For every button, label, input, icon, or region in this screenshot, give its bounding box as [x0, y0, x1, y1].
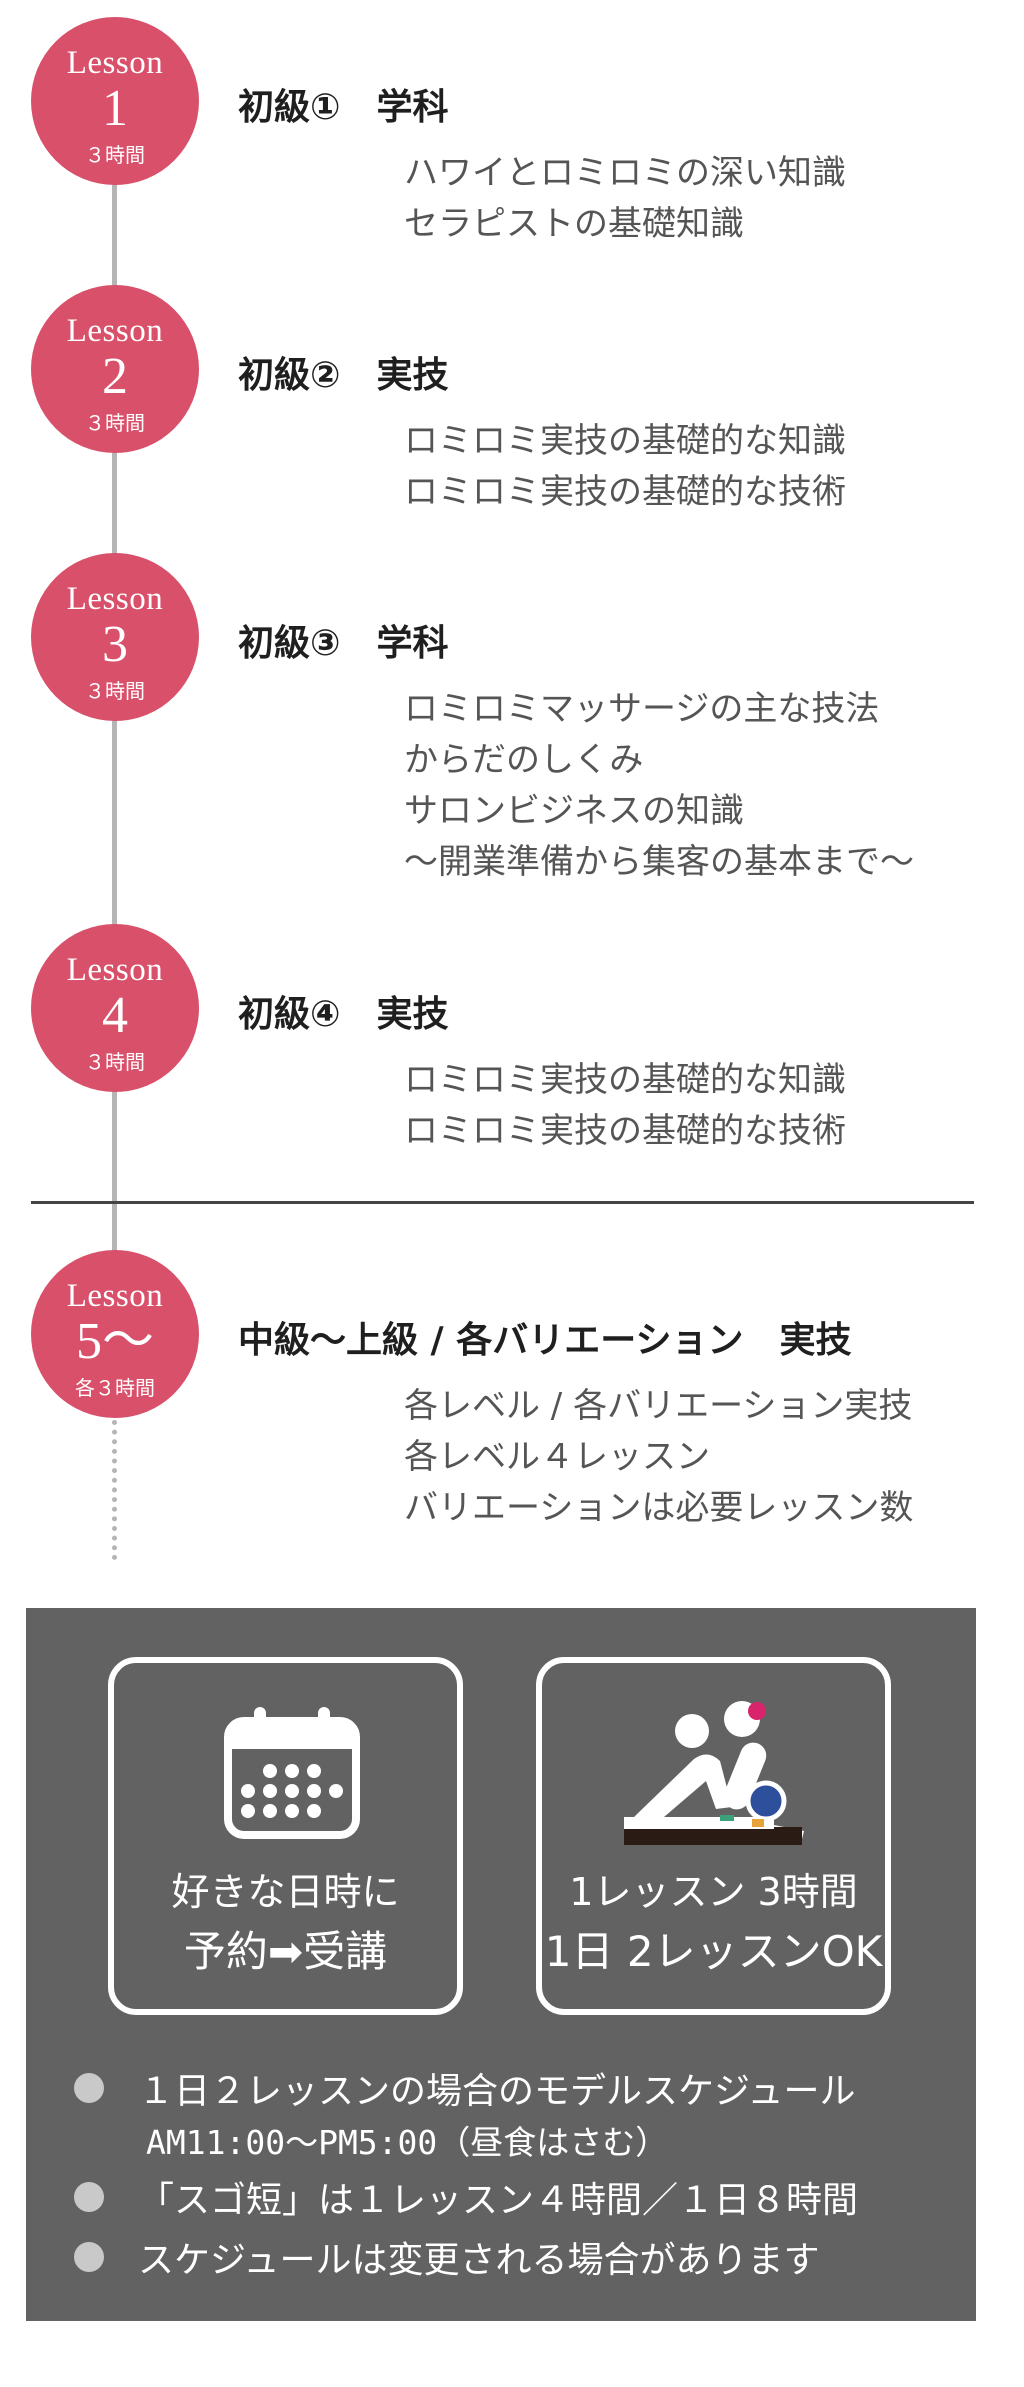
bullet-dot — [74, 2073, 104, 2103]
massage-icon — [624, 1697, 814, 1861]
note-2: 「スゴ短」は１レッスン４時間／１日８時間 — [138, 2180, 859, 2221]
lesson-title-5: 中級〜上級 / 各バリエーション 実技 — [238, 1320, 852, 1361]
lesson-desc-2-line-1: ロミロミ実技の基礎的な知識 — [404, 421, 846, 461]
calendar-icon — [224, 1705, 360, 1845]
bullet-dot — [74, 2242, 104, 2272]
lesson-number: 2 — [102, 348, 128, 405]
timeline-dotted-line — [112, 1420, 117, 1560]
lesson-desc-1-line-2: セラピストの基礎知識 — [404, 204, 744, 244]
bullet-dot — [74, 2182, 104, 2212]
lesson-badge-1: Lesson 1 ３時間 — [31, 17, 199, 185]
lesson-length-card: 1レッスン 3時間 1日 2レッスンOK — [536, 1657, 891, 2015]
lesson-hours: 各３時間 — [75, 1376, 155, 1400]
lesson-badge-4: Lesson 4 ３時間 — [31, 924, 199, 1092]
lesson-number: 4 — [102, 987, 128, 1044]
lesson-desc-4-line-1: ロミロミ実技の基礎的な知識 — [404, 1060, 846, 1100]
info-panel: 好きな日時に 予約➡受講 1レッスン 3時間 1日 2レッスンOK １日２レッス… — [26, 1608, 976, 2321]
lesson-title-3: 初級③ 学科 — [238, 623, 449, 664]
lesson-number: 5〜 — [75, 1313, 154, 1370]
lesson-desc-3-line-2: からだのしくみ — [404, 740, 644, 780]
lesson-desc-2-line-2: ロミロミ実技の基礎的な技術 — [404, 472, 846, 512]
lesson-word: Lesson — [66, 952, 164, 988]
note-1-sub: AM11:00〜PM5:00（昼食はさむ） — [146, 2123, 669, 2162]
lesson-word: Lesson — [66, 1278, 164, 1314]
lesson-hours: ３時間 — [85, 143, 145, 167]
lesson-length-line-1: 1レッスン 3時間 — [569, 1870, 858, 1914]
lesson-desc-5-line-1: 各レベル / 各バリエーション実技 — [404, 1386, 913, 1426]
lesson-badge-5: Lesson 5〜 各３時間 — [31, 1250, 199, 1418]
timeline-line — [112, 100, 117, 1380]
lesson-desc-3-line-4: 〜開業準備から集客の基本まで〜 — [404, 842, 914, 882]
lesson-desc-4-line-2: ロミロミ実技の基礎的な技術 — [404, 1111, 846, 1151]
lesson-desc-5-line-3: バリエーションは必要レッスン数 — [404, 1488, 914, 1528]
lesson-word: Lesson — [66, 313, 164, 349]
section-divider — [31, 1201, 974, 1204]
lesson-hours: ３時間 — [85, 1050, 145, 1074]
lesson-badge-3: Lesson 3 ３時間 — [31, 553, 199, 721]
lesson-hours: ３時間 — [85, 411, 145, 435]
lesson-title-4: 初級④ 実技 — [238, 994, 449, 1035]
lesson-length-line-2: 1日 2レッスンOK — [544, 1927, 883, 1976]
lesson-word: Lesson — [66, 45, 164, 81]
lesson-word: Lesson — [66, 581, 164, 617]
lesson-desc-5-line-2: 各レベル４レッスン — [404, 1437, 710, 1477]
note-3: スケジュールは変更される場合があります — [138, 2240, 820, 2281]
lesson-number: 1 — [102, 80, 128, 137]
booking-line-2: 予約➡受講 — [183, 1927, 388, 1976]
lesson-desc-3-line-3: サロンビジネスの知識 — [404, 791, 744, 831]
lesson-badge-2: Lesson 2 ３時間 — [31, 285, 199, 453]
note-1: １日２レッスンの場合のモデルスケジュール — [138, 2071, 856, 2112]
lesson-desc-1-line-1: ハワイとロミロミの深い知識 — [404, 153, 846, 193]
lesson-number: 3 — [102, 616, 128, 673]
booking-line-1: 好きな日時に — [171, 1870, 400, 1914]
lesson-title-1: 初級① 学科 — [238, 87, 449, 128]
lesson-desc-3-line-1: ロミロミマッサージの主な技法 — [404, 689, 880, 729]
lesson-title-2: 初級② 実技 — [238, 355, 449, 396]
booking-card: 好きな日時に 予約➡受講 — [108, 1657, 463, 2015]
lesson-hours: ３時間 — [85, 679, 145, 703]
